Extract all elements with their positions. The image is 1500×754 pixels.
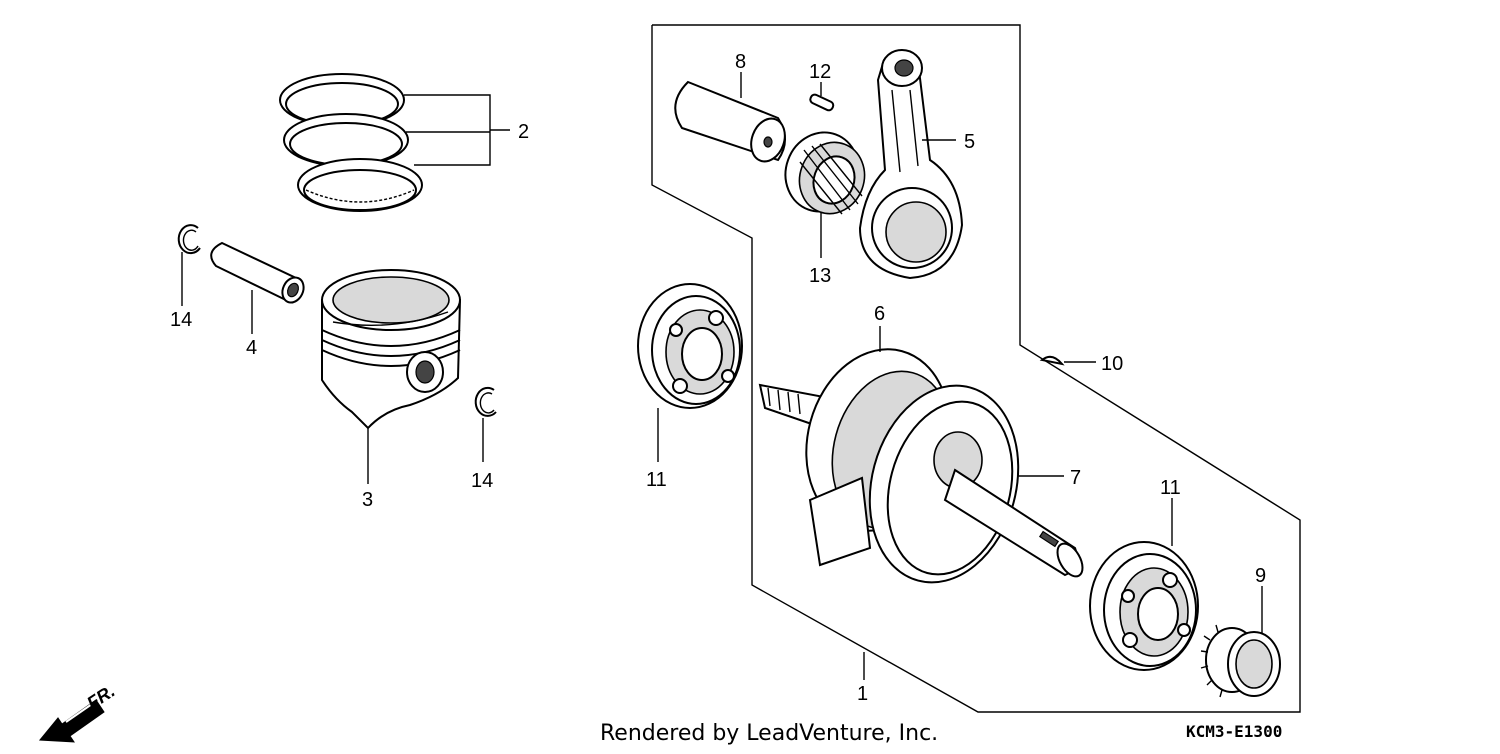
ball-bearing-left <box>637 283 743 409</box>
callout-5: 5 <box>964 131 975 153</box>
callout-2: 2 <box>518 121 529 143</box>
woodruff-key <box>1039 355 1065 366</box>
dowel-pin <box>809 93 835 112</box>
circlip-left <box>177 224 201 255</box>
connecting-rod <box>858 49 964 280</box>
callout-14-left: 14 <box>170 309 192 331</box>
callout-4: 4 <box>246 337 257 359</box>
callout-12: 12 <box>809 61 831 83</box>
callout-13: 13 <box>809 265 831 287</box>
callout-1: 1 <box>857 683 868 705</box>
circlip-right <box>474 386 497 417</box>
callout-11-left: 11 <box>646 469 667 491</box>
callout-11-right: 11 <box>1160 477 1181 499</box>
needle-bearing <box>784 131 866 215</box>
callout-10: 10 <box>1101 353 1123 375</box>
crank-pin <box>674 80 786 163</box>
timing-sprocket <box>1200 624 1281 698</box>
piston-pin <box>210 241 305 304</box>
callout-3: 3 <box>362 489 373 511</box>
piston <box>321 269 462 430</box>
piston-rings <box>279 73 423 212</box>
render-credit: Rendered by LeadVenture, Inc. <box>600 721 938 746</box>
callout-6: 6 <box>874 303 885 325</box>
front-direction-arrow-icon <box>38 699 105 743</box>
callout-7: 7 <box>1070 467 1081 489</box>
ball-bearing-right <box>1089 541 1199 671</box>
callout-14-right: 14 <box>471 470 493 492</box>
assembly-boundary <box>651 24 1301 713</box>
crankshaft <box>758 348 1084 584</box>
callout-9: 9 <box>1255 565 1266 587</box>
diagram-code: KCM3-E1300 <box>1186 722 1282 741</box>
callout-8: 8 <box>735 51 746 73</box>
